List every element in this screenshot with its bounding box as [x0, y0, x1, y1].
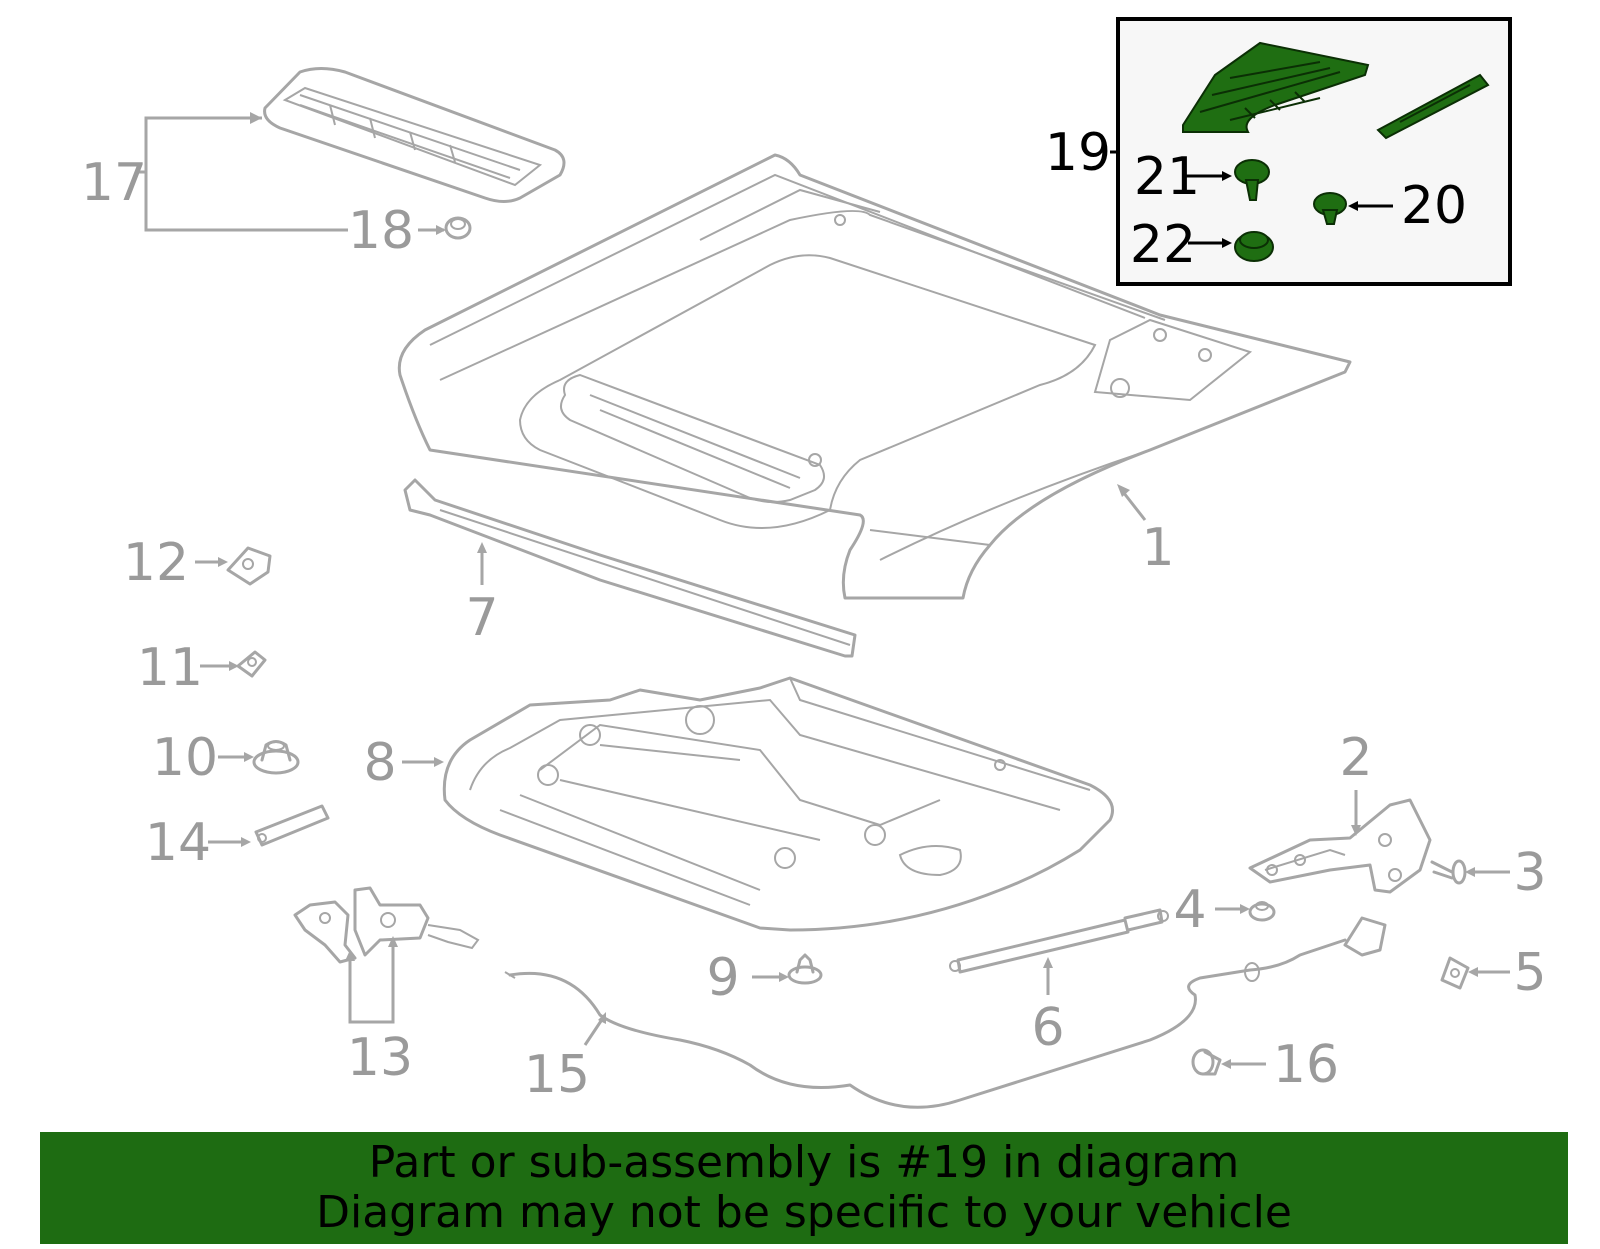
- arrow-13a: [345, 950, 355, 961]
- part-11-nut[interactable]: [236, 650, 267, 678]
- arrow-5: [1468, 967, 1478, 977]
- callout-2: 2: [1339, 728, 1372, 788]
- callout-13: 13: [347, 1028, 413, 1088]
- callout-20: 20: [1401, 176, 1467, 236]
- part-1-hood[interactable]: [397, 153, 1352, 600]
- callout-3: 3: [1513, 843, 1546, 903]
- arrow-9: [779, 972, 789, 982]
- callout-8: 8: [363, 733, 396, 793]
- callout-18: 18: [348, 201, 414, 261]
- arrow-2: [1351, 825, 1361, 836]
- callout-6: 6: [1031, 998, 1064, 1058]
- arrow-3: [1465, 867, 1475, 877]
- callout-13-bracket: [348, 942, 395, 1024]
- part-15-release-cable[interactable]: [504, 916, 1387, 1109]
- callout-21: 21: [1134, 147, 1200, 207]
- leader-15: [583, 1017, 605, 1046]
- part-3-bolt[interactable]: [1430, 859, 1467, 885]
- callout-7: 7: [465, 588, 498, 648]
- callout-4: 4: [1173, 880, 1206, 940]
- arrow-15: [598, 1012, 606, 1024]
- arrow-21: [1222, 171, 1232, 181]
- arrow-20: [1348, 201, 1358, 211]
- callout-14: 14: [145, 813, 211, 873]
- arrow-6: [1043, 957, 1053, 968]
- arrow-13b: [388, 936, 398, 947]
- arrow-10: [244, 752, 254, 762]
- part-8-hood-liner[interactable]: [442, 676, 1114, 932]
- highlight-banner: Part or sub-assembly is #19 in diagram D…: [40, 1132, 1568, 1244]
- part-2-hinge[interactable]: [1248, 798, 1432, 894]
- part-13-latch[interactable]: [293, 886, 480, 964]
- part-6-strut[interactable]: [949, 908, 1169, 974]
- callout-16: 16: [1273, 1035, 1339, 1095]
- part-5-nut[interactable]: [1440, 956, 1470, 990]
- arrow-18: [436, 225, 446, 235]
- arrow-8: [434, 757, 444, 767]
- arrow-1: [1117, 484, 1130, 497]
- part-9-clip[interactable]: [787, 953, 823, 985]
- part-19-scoop-highlighted[interactable]: [1182, 41, 1490, 140]
- part-10-bumper[interactable]: [252, 740, 300, 775]
- part-16-grommet[interactable]: [1191, 1048, 1222, 1076]
- part-20-clip[interactable]: [1313, 192, 1347, 225]
- arrow-11: [229, 661, 239, 671]
- callout-19: 19: [1045, 123, 1111, 183]
- part-14-strip[interactable]: [254, 804, 330, 847]
- banner-line-1: Part or sub-assembly is #19 in diagram: [368, 1137, 1240, 1188]
- part-17-hood-scoop[interactable]: [263, 67, 566, 203]
- arrow-14: [241, 837, 251, 847]
- part-18-clip[interactable]: [444, 216, 472, 240]
- part-7-seal[interactable]: [403, 478, 857, 658]
- arrow-7: [477, 542, 487, 553]
- arrow-22: [1222, 238, 1232, 248]
- arrow-4: [1240, 904, 1250, 914]
- arrow-16: [1221, 1059, 1231, 1069]
- callout-17: 17: [81, 153, 147, 213]
- part-12-clip[interactable]: [226, 546, 272, 586]
- callout-15: 15: [524, 1045, 590, 1105]
- callout-5: 5: [1513, 943, 1546, 1003]
- part-21-screw[interactable]: [1234, 159, 1270, 201]
- banner-line-2: Diagram may not be specific to your vehi…: [316, 1187, 1292, 1238]
- callout-1: 1: [1141, 518, 1174, 578]
- part-22-nut[interactable]: [1234, 231, 1274, 262]
- callout-11: 11: [137, 638, 203, 698]
- callout-12: 12: [123, 533, 189, 593]
- callout-10: 10: [152, 728, 218, 788]
- arrow-12: [218, 557, 228, 567]
- callout-22: 22: [1130, 215, 1196, 275]
- part-4-bumper[interactable]: [1248, 901, 1276, 922]
- callout-9: 9: [706, 948, 739, 1008]
- callout-17-bracket: [138, 112, 348, 232]
